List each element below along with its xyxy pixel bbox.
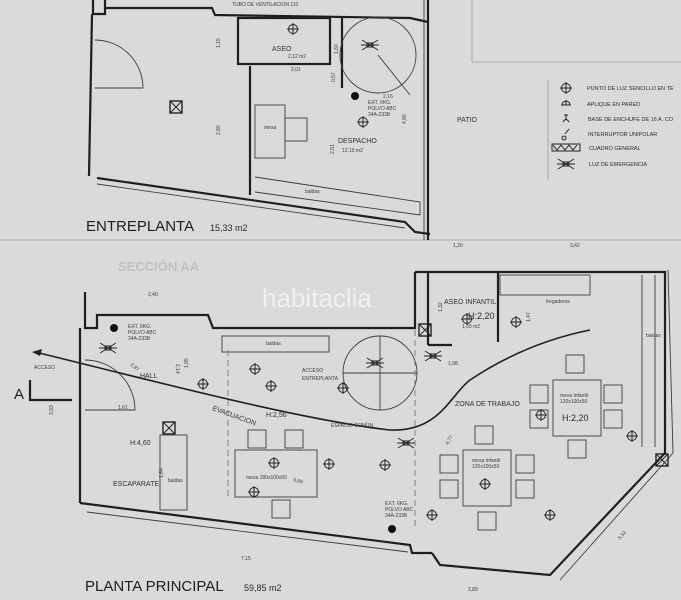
dim: 2,14 — [174, 364, 180, 374]
hall-label: HALL — [140, 373, 158, 380]
main-panel-icon — [418, 323, 432, 337]
evacuacion-label: EVACUACION — [211, 405, 256, 427]
arrow-icon — [32, 349, 42, 356]
mesa-infantil-label: 120x100x50 — [560, 399, 587, 405]
ext-label: POLVO ABC — [385, 507, 414, 513]
dim: 1,60 — [334, 44, 340, 54]
ext-label: EXT. 6KG. — [368, 100, 391, 106]
watermark-logo: habitaclia — [262, 283, 372, 313]
dim: 1,15 — [216, 38, 222, 48]
extinguisher-icon — [388, 525, 396, 533]
fregaderos-label: fregaderos — [546, 299, 570, 305]
aseo-area: 2,12 m2 — [288, 54, 306, 60]
dim: 7,15 — [241, 556, 251, 562]
planta-principal-title: PLANTA PRINCIPAL — [85, 578, 224, 595]
entreplanta-area: 15,33 m2 — [210, 223, 248, 233]
escaparate-label: ESCAPARATE — [113, 481, 159, 488]
dim: 3,32 — [617, 530, 628, 541]
legend-label: APLIQUE EN PARED — [587, 102, 640, 108]
mesa-label: mesa — [264, 125, 276, 131]
ext-label: EXT. 6KG. — [128, 324, 151, 330]
dim: 4,77 — [445, 434, 455, 446]
aseo-label: ASEO — [272, 46, 292, 53]
legend-label: CUADRO GENERAL — [589, 146, 641, 152]
height-label: H:2,56 — [266, 412, 287, 419]
mesa-infantil-label: mesa infantil — [560, 393, 588, 399]
dim: 5,66 — [292, 477, 303, 485]
dim: 2,51 — [330, 144, 336, 154]
height-label: H:4,60 — [130, 440, 151, 447]
dim: 3,42 — [570, 243, 580, 249]
ext-label: 34A-233B — [385, 513, 408, 519]
main-panel-icon — [169, 100, 183, 114]
baldas-label: baldas — [266, 341, 281, 347]
dim: 1,20 — [453, 243, 463, 249]
planta-principal-area: 59,85 m2 — [244, 583, 282, 593]
acceso-entreplanta-label: ENTREPLANTA — [302, 376, 339, 382]
dim: 2,16 — [383, 94, 393, 100]
dim: 3,93 — [49, 405, 55, 415]
tubo-label: TUBO DE VENTILACION 110 — [232, 2, 299, 8]
dim: 2,40 — [148, 292, 158, 298]
mesa-infantil-label: 120x100x50 — [472, 464, 499, 470]
evacuation-route — [34, 329, 591, 431]
aseo-infantil-label: ASEO INFANTIL — [444, 299, 496, 306]
dim: 1,64 — [159, 468, 165, 478]
mesa-infantil-label: mesa infantil — [472, 458, 500, 464]
espacio-comun-label: ESPACIO COMÚN — [331, 422, 374, 429]
baldas-label: baldas — [305, 189, 320, 195]
extinguisher-icon — [110, 324, 118, 332]
entreplanta-title: ENTREPLANTA — [86, 218, 194, 235]
ext-label: 34A-233B — [128, 336, 151, 342]
light-point-icon — [559, 81, 573, 95]
legend: PUNTO DE LUZ SENCILLO EN TE APLIQUE EN P… — [547, 80, 674, 180]
dim: 1,47 — [526, 312, 532, 322]
wall-light-icon — [560, 99, 572, 106]
legend-label: BASE DE ENCHUFE DE 16 A. CO — [588, 117, 674, 123]
dim: 0,57 — [331, 72, 337, 82]
dim: 4,86 — [402, 114, 408, 124]
dim: 1,98 — [448, 361, 458, 367]
ext-label: POLVO ABC — [368, 106, 397, 112]
height-label: H:2,20 — [468, 311, 495, 321]
dim: 2,86 — [216, 125, 222, 135]
despacho-label: DESPACHO — [338, 138, 377, 145]
emergency-light-icon — [556, 158, 576, 170]
main-panel-icon — [551, 143, 581, 152]
socket-icon — [562, 114, 570, 123]
dim: 1,32 — [438, 302, 444, 312]
switch-icon — [561, 128, 570, 141]
dim: 1,95 — [184, 358, 190, 368]
legend-label: PUNTO DE LUZ SENCILLO EN TE — [587, 86, 674, 92]
ext-label: EXT. 6KG. — [385, 501, 408, 507]
aseo-infantil-area: 1,65 m2 — [462, 324, 480, 330]
dim: 2,89 — [468, 587, 478, 593]
section-marker: A — [14, 386, 24, 403]
despacho-area: 12,10 m2 — [342, 148, 363, 154]
baldas-label: baldas — [168, 478, 183, 484]
acceso-entreplanta-label: ACCESO — [302, 368, 323, 374]
extinguisher-icon — [351, 92, 359, 100]
main-panel-icon — [162, 421, 176, 435]
acceso-label: ACCESO — [34, 365, 55, 371]
zona-trabajo-label: ZONA DE TRABAJO — [455, 401, 520, 408]
patio-label: PATIO — [457, 117, 478, 124]
planta-principal-plan: habitaclia 2,40 ACCESO A HALL 2,87 1,61 … — [14, 243, 674, 595]
section-label: SECCIÓN AA — [118, 259, 200, 274]
ext-label: POLVO ABC — [128, 330, 157, 336]
legend-label: LUZ DE EMERGENCIA — [589, 162, 647, 168]
height-label: H:2,20 — [562, 413, 589, 423]
ext-label: 34A-233B — [368, 112, 391, 118]
legend-label: INTERRUPTOR UNIPOLAR — [588, 132, 657, 138]
dim: 1,61 — [118, 405, 128, 411]
entreplanta-plan: TUBO DE VENTILACION 110 ASEO 2,12 m2 2,0… — [86, 0, 478, 240]
dim: 2,01 — [291, 67, 301, 73]
baldas-label: baldas — [646, 333, 661, 339]
mesa-label: mesa 180x100x50 — [246, 475, 287, 481]
dim: 2,87 — [129, 362, 140, 373]
